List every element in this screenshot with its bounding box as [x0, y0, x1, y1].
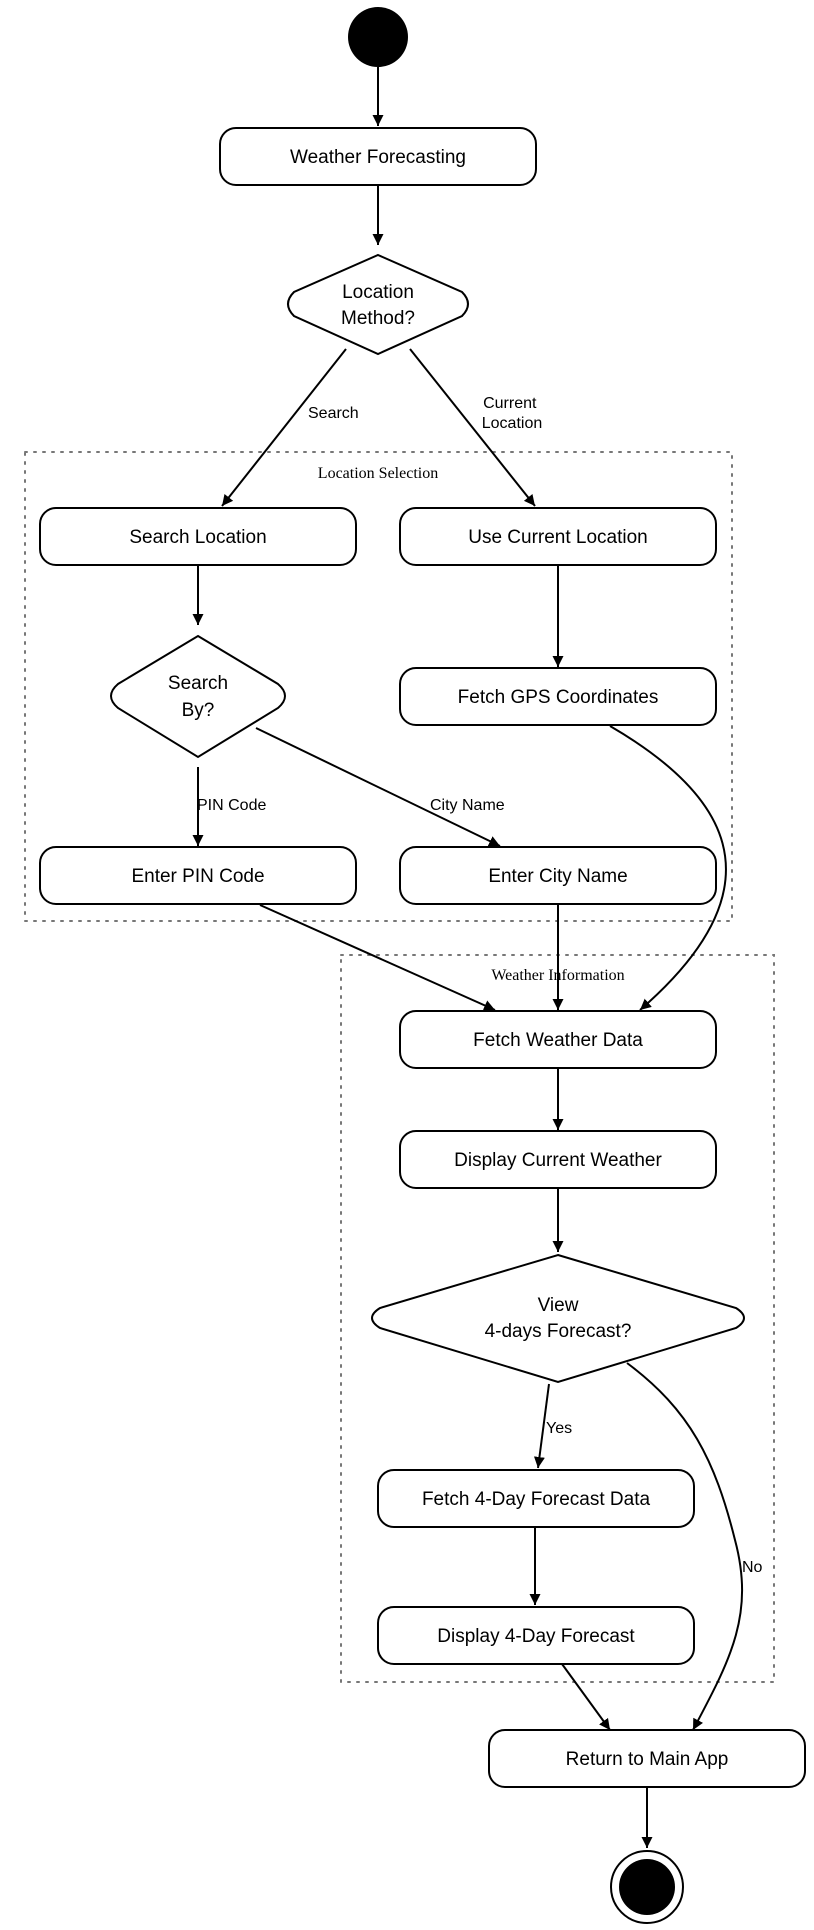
svg-text:4-days Forecast?: 4-days Forecast? — [485, 1321, 632, 1342]
edge-gps-to-fetch-weather — [609, 725, 727, 1011]
edge-label-current-line1: Current — [483, 395, 537, 412]
svg-text:Fetch GPS Coordinates: Fetch GPS Coordinates — [458, 687, 659, 708]
edge-label-yes: Yes — [546, 1420, 572, 1437]
edge-method-to-search — [221, 348, 347, 507]
edge-label-no: No — [742, 1559, 763, 1576]
svg-text:Search Location: Search Location — [129, 527, 266, 548]
edge-view-to-return — [626, 1362, 744, 1731]
svg-text:Location: Location — [342, 282, 414, 303]
node-fetch-weather-data: Fetch Weather Data — [399, 1010, 717, 1069]
edge-pin-to-fetch-weather — [259, 904, 496, 1011]
svg-text:Return to Main App: Return to Main App — [566, 1749, 729, 1770]
svg-text:By?: By? — [182, 700, 215, 721]
edge-label-city-name: City Name — [430, 797, 505, 814]
end-node — [610, 1850, 684, 1924]
svg-text:Display Current Weather: Display Current Weather — [454, 1150, 662, 1171]
edge-label-current-location: Current Location — [482, 395, 543, 432]
edge-label-current-line2: Location — [482, 415, 543, 432]
svg-text:Search: Search — [168, 673, 228, 694]
node-display-current-weather: Display Current Weather — [399, 1130, 717, 1189]
location-selection-group-label: Location Selection — [318, 465, 438, 482]
node-return-to-main-app: Return to Main App — [488, 1729, 806, 1788]
edge-display-forecast-to-return — [561, 1663, 611, 1731]
node-enter-city-name: Enter City Name — [399, 846, 717, 905]
svg-text:Display 4-Day Forecast: Display 4-Day Forecast — [437, 1626, 635, 1647]
location-selection-group — [24, 451, 733, 922]
svg-text:Enter PIN Code: Enter PIN Code — [131, 866, 264, 887]
node-fetch-forecast-data: Fetch 4-Day Forecast Data — [377, 1469, 695, 1528]
edge-view-to-fetch-forecast — [533, 1383, 550, 1469]
svg-text:Weather Forecasting: Weather Forecasting — [290, 147, 466, 168]
svg-text:Enter City Name: Enter City Name — [488, 866, 627, 887]
svg-text:Use Current Location: Use Current Location — [468, 527, 648, 548]
node-location-method-decision: Location Method? — [287, 253, 469, 356]
node-fetch-gps-coordinates: Fetch GPS Coordinates — [399, 667, 717, 726]
svg-text:Fetch Weather Data: Fetch Weather Data — [473, 1030, 643, 1051]
svg-text:Fetch 4-Day Forecast Data: Fetch 4-Day Forecast Data — [422, 1489, 651, 1510]
node-view-forecast-decision: View 4-days Forecast? — [371, 1253, 745, 1384]
edge-method-to-current — [409, 348, 536, 507]
node-use-current-location: Use Current Location — [399, 507, 717, 566]
edge-label-search: Search — [308, 405, 359, 422]
node-enter-pin-code: Enter PIN Code — [39, 846, 357, 905]
node-search-location: Search Location — [39, 507, 357, 566]
node-search-by-decision: Search By? — [110, 634, 286, 759]
svg-text:View: View — [538, 1295, 579, 1316]
svg-text:Method?: Method? — [341, 308, 415, 329]
edge-searchby-to-city — [255, 727, 501, 847]
node-display-forecast: Display 4-Day Forecast — [377, 1606, 695, 1665]
edge-label-pin-code: PIN Code — [197, 797, 266, 814]
node-weather-forecasting: Weather Forecasting — [219, 127, 537, 186]
start-node — [348, 7, 408, 67]
